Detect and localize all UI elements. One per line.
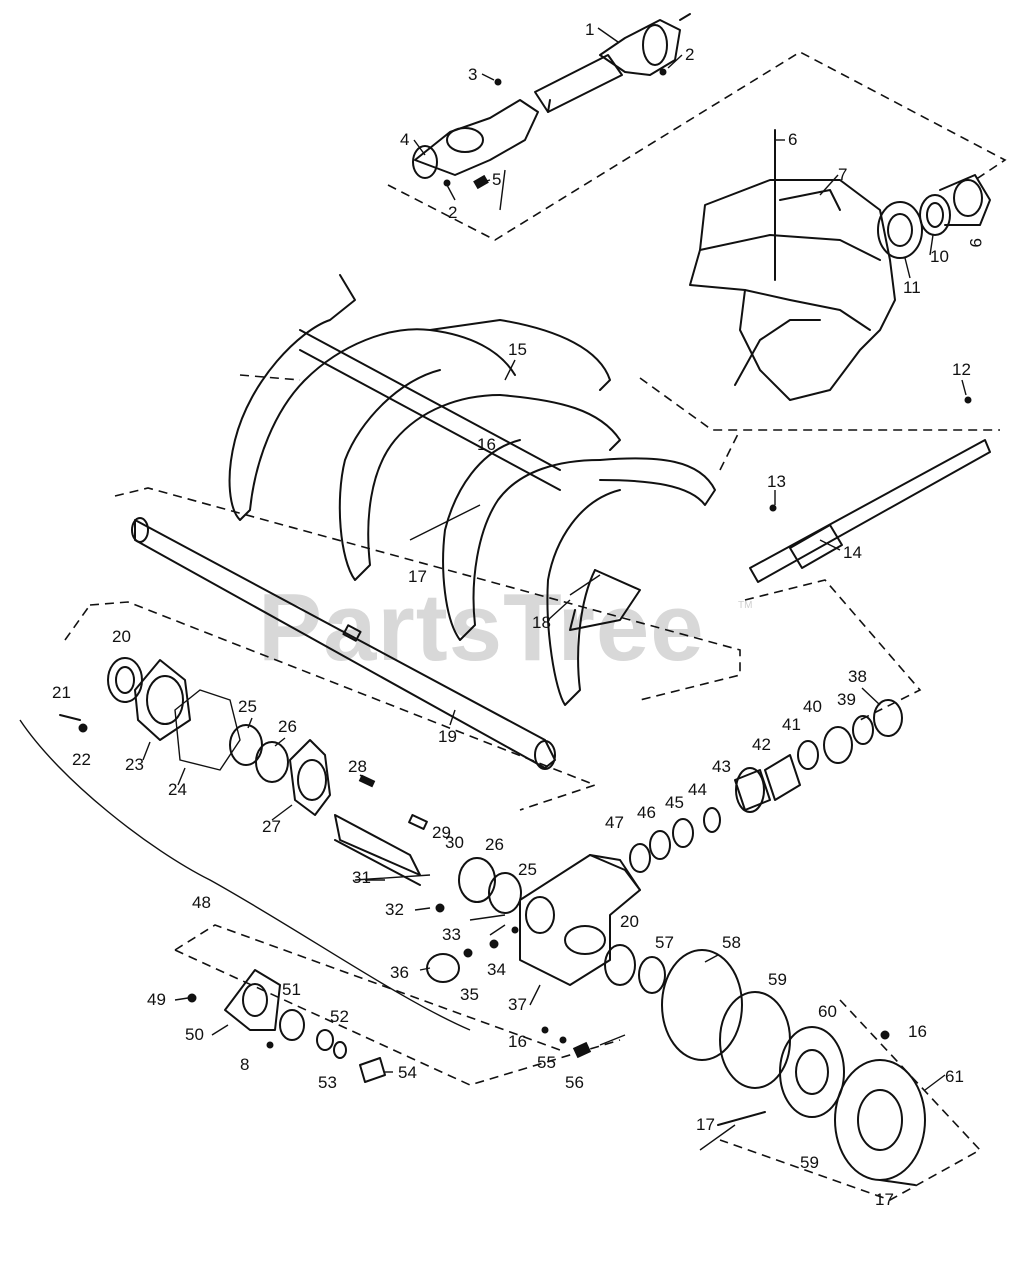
auger-spirals (228, 274, 716, 706)
callout-8: 8 (240, 1055, 249, 1074)
callout-58: 58 (722, 933, 741, 952)
callout-43: 43 (712, 757, 731, 776)
callout-17: 17 (696, 1115, 715, 1134)
gearcase-parts-left (59, 657, 428, 886)
callout-57: 57 (655, 933, 674, 952)
callout-38: 38 (848, 667, 867, 686)
callout-32: 32 (385, 900, 404, 919)
auger-housing (689, 129, 991, 401)
callout-25: 25 (518, 860, 537, 879)
partstree-watermark: PartsTree (258, 574, 705, 681)
callout-20: 20 (112, 627, 131, 646)
drive-shaft-assembly (412, 13, 691, 190)
callout-51: 51 (282, 980, 301, 999)
callout-13: 13 (767, 472, 786, 491)
callout-44: 44 (688, 780, 707, 799)
watermark-trademark: TM (738, 600, 752, 611)
callout-39: 39 (837, 690, 856, 709)
callout-45: 45 (665, 793, 684, 812)
callout-35: 35 (460, 985, 479, 1004)
callout-9: 9 (966, 238, 985, 247)
callout-3: 3 (468, 65, 477, 84)
callout-20: 20 (620, 912, 639, 931)
callout-52: 52 (330, 1007, 349, 1026)
assembly-outlines (64, 51, 1007, 1201)
callout-7: 7 (838, 165, 847, 184)
callout-4: 4 (400, 130, 409, 149)
callout-15: 15 (508, 340, 527, 359)
callout-27: 27 (262, 817, 281, 836)
callout-leaders (142, 27, 967, 1091)
callout-labels: 1 2 2 3 4 5 6 7 8 9 10 11 12 13 14 15 16… (52, 20, 985, 1209)
callout-33: 33 (442, 925, 461, 944)
callout-6: 6 (788, 130, 797, 149)
callout-14: 14 (843, 543, 862, 562)
callout-54: 54 (398, 1063, 417, 1082)
callout-2: 2 (685, 45, 694, 64)
auger-shaft-19 (131, 517, 556, 770)
callout-30: 30 (445, 833, 464, 852)
callout-29: 29 (432, 823, 451, 842)
callout-59: 59 (768, 970, 787, 989)
callout-26: 26 (485, 835, 504, 854)
callout-12: 12 (952, 360, 971, 379)
callout-23: 23 (125, 755, 144, 774)
callout-50: 50 (185, 1025, 204, 1044)
callout-22: 22 (72, 750, 91, 769)
callout-53: 53 (318, 1073, 337, 1092)
callout-25: 25 (238, 697, 257, 716)
callout-16: 16 (508, 1032, 527, 1051)
side-plate-parts (187, 944, 926, 1186)
callout-2: 2 (448, 203, 457, 222)
callout-26: 26 (278, 717, 297, 736)
connector-lines (19, 169, 736, 1151)
callout-18: 18 (532, 613, 551, 632)
callout-10: 10 (930, 247, 949, 266)
callout-61: 61 (945, 1067, 964, 1086)
callout-41: 41 (782, 715, 801, 734)
callout-55: 55 (537, 1053, 556, 1072)
callout-59: 59 (800, 1153, 819, 1172)
callout-40: 40 (803, 697, 822, 716)
callout-11: 11 (903, 278, 921, 297)
callout-19: 19 (438, 727, 457, 746)
callout-5: 5 (492, 170, 501, 189)
callout-21: 21 (52, 683, 71, 702)
callout-31: 31 (352, 868, 371, 887)
callout-60: 60 (818, 1002, 837, 1021)
callout-24: 24 (168, 780, 187, 799)
callout-42: 42 (752, 735, 771, 754)
callout-46: 46 (637, 803, 656, 822)
gearbox-assembly (426, 699, 903, 986)
drive-shaft-14 (749, 396, 991, 583)
callout-47: 47 (605, 813, 624, 832)
callout-34: 34 (487, 960, 506, 979)
callout-16: 16 (477, 435, 496, 454)
callout-17: 17 (408, 567, 427, 586)
callout-49: 49 (147, 990, 166, 1009)
callout-17: 17 (875, 1190, 894, 1209)
callout-36: 36 (390, 963, 409, 982)
callout-56: 56 (565, 1073, 584, 1092)
callout-28: 28 (348, 757, 367, 776)
callout-1: 1 (585, 20, 594, 39)
callout-16: 16 (908, 1022, 927, 1041)
callout-48: 48 (192, 893, 211, 912)
callout-37: 37 (508, 995, 527, 1014)
